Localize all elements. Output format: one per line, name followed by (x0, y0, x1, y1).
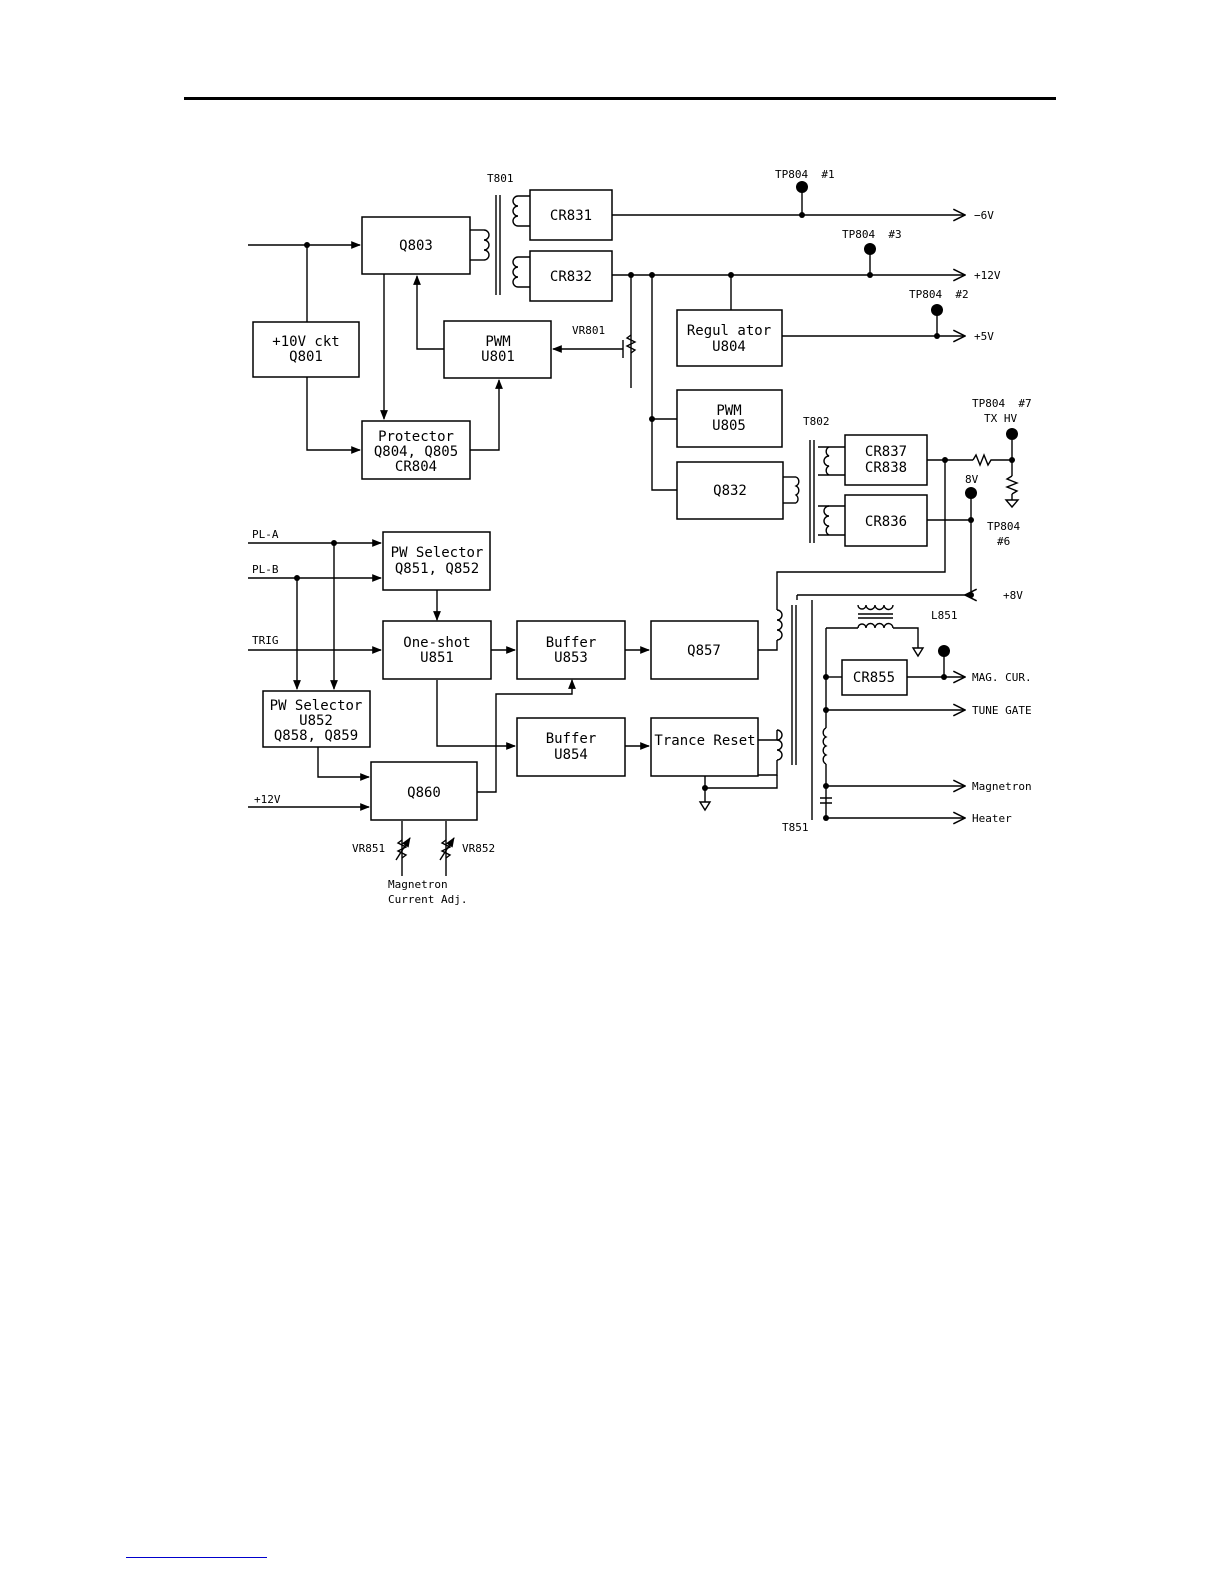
label-t802: T802 (803, 415, 830, 428)
svg-text:CR832: CR832 (550, 269, 592, 285)
output-plus-5v: +5V (974, 330, 994, 343)
label-t801: T801 (487, 172, 514, 185)
label-tp804-7: TP804 #7 (972, 397, 1032, 410)
svg-text:Q857: Q857 (687, 643, 721, 659)
output-labels: −6V +12V +5V +8V MAG. CUR. TUNE GATE Mag… (972, 209, 1032, 825)
input-pl-b: PL-B (252, 563, 279, 576)
block-q860: Q860 (370, 761, 478, 821)
header-rule (184, 97, 1056, 100)
block-trance-reset: Trance Reset (650, 717, 759, 777)
t801-transformer (483, 195, 530, 295)
junction-dots (294, 212, 1015, 821)
component-labels: T801 T802 T851 L851 VR801 VR851 VR852 TP… (352, 168, 1032, 906)
input-trig: TRIG (252, 634, 279, 647)
block-cr836: CR836 (844, 494, 928, 547)
output-plus-12v: +12V (974, 269, 1001, 282)
svg-text:Q832: Q832 (713, 483, 747, 499)
label-tp804-1: TP804 #1 (775, 168, 835, 181)
label-tp804-6a: TP804 (987, 520, 1020, 533)
svg-text:CR836: CR836 (865, 514, 907, 530)
block-cr832: CR832 (529, 250, 613, 302)
test-points (796, 181, 1018, 657)
input-pl-a: PL-A (252, 528, 279, 541)
block-cr831: CR831 (529, 189, 613, 241)
block-q832: Q832 (676, 461, 784, 520)
label-magnetron-adj: Magnetron (388, 878, 448, 891)
label-vr852: VR852 (462, 842, 495, 855)
label-tp804-3: TP804 #3 (842, 228, 902, 241)
svg-text:CR855: CR855 (853, 670, 895, 686)
label-vr851: VR851 (352, 842, 385, 855)
label-tx-hv: TX HV (984, 412, 1017, 425)
label-tp804-6b: #6 (997, 535, 1010, 548)
t802-transformer (794, 440, 830, 543)
wires (248, 192, 1020, 876)
svg-text:Q860: Q860 (407, 785, 441, 801)
block-q803: Q803 (361, 216, 471, 275)
output-tune-gate: TUNE GATE (972, 704, 1032, 717)
output-mag-cur: MAG. CUR. (972, 671, 1032, 684)
svg-text:Trance Reset: Trance Reset (654, 733, 755, 749)
label-t851: T851 (782, 821, 809, 834)
input-labels: PL-A PL-B TRIG +12V (252, 528, 281, 806)
output-magnetron: Magnetron (972, 780, 1032, 793)
block-cr855: CR855 (841, 659, 908, 696)
block-label: Q803 (399, 238, 433, 254)
label-current-adj: Current Adj. (388, 893, 467, 906)
label-l851: L851 (931, 609, 958, 622)
vr801-potentiometer (622, 334, 637, 358)
output-heater: Heater (972, 812, 1012, 825)
footer-link-rule (126, 1557, 267, 1558)
output-plus-8v: +8V (1003, 589, 1023, 602)
label-8v: 8V (965, 473, 979, 486)
svg-text:CR831: CR831 (550, 208, 592, 224)
block-q857: Q857 (650, 620, 759, 680)
output-minus-6v: −6V (974, 209, 994, 222)
label-vr801: VR801 (572, 324, 605, 337)
l851-inductor (857, 604, 894, 629)
t851-transformer (776, 605, 828, 765)
label-tp804-2: TP804 #2 (909, 288, 969, 301)
input-12v: +12V (254, 793, 281, 806)
